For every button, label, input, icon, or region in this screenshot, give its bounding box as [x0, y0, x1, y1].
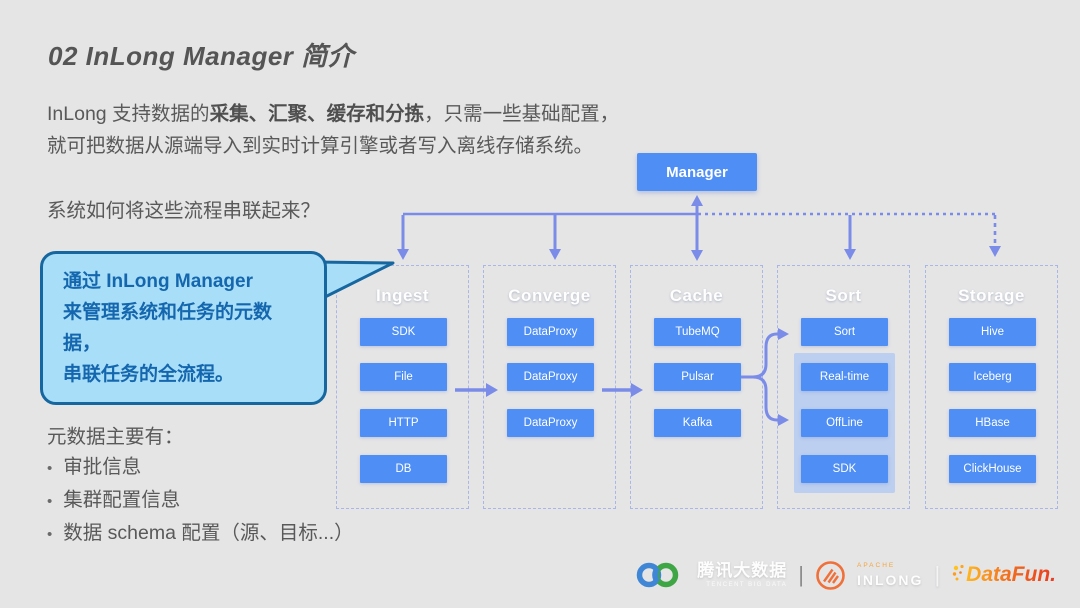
column-title: Sort [825, 286, 862, 305]
metadata-list: • 审批信息 • 集群配置信息 • 数据 schema 配置（源、目标...） [47, 450, 354, 549]
node-http: HTTP [360, 409, 447, 437]
metadata-item-text: 集群配置信息 [63, 489, 181, 511]
node-sort: Sort [801, 318, 888, 346]
bullet-icon: • [47, 493, 53, 510]
node-kafka: Kafka [654, 409, 741, 437]
question-text: 系统如何将这些流程串联起来？ [47, 200, 321, 222]
manager-box: Manager [637, 153, 757, 191]
inlong-bird-icon [816, 560, 845, 590]
column-title: Cache [669, 286, 724, 305]
footer-divider: | [798, 562, 804, 587]
datafun-dots-icon [952, 564, 964, 581]
node-hbase: HBase [949, 409, 1036, 437]
metadata-item: • 审批信息 [47, 450, 354, 483]
node-file: File [360, 363, 447, 391]
node-iceberg: Iceberg [949, 363, 1036, 391]
metadata-item-text: 审批信息 [63, 456, 142, 478]
column-title: Converge [508, 286, 591, 305]
column-title: Ingest [375, 286, 430, 305]
tencent-name: 腾讯大数据 [697, 561, 788, 580]
datafun-name: DataFun. [966, 563, 1056, 586]
metadata-item: • 数据 schema 配置（源、目标...） [47, 516, 354, 549]
inlong-apache-label: APACHE [856, 562, 896, 570]
node-tubemq: TubeMQ [654, 318, 741, 346]
node-sdk: SDK [801, 455, 888, 483]
inlong-name: INLONG [856, 571, 924, 588]
intro-line1-bold: 采集、汇聚、缓存和分拣 [209, 103, 425, 125]
node-offline: OffLine [801, 409, 888, 437]
metadata-heading: 元数据主要有： [47, 426, 184, 448]
node-pulsar: Pulsar [654, 363, 741, 391]
bullet-icon: • [47, 526, 53, 543]
node-dataproxy: DataProxy [507, 363, 594, 391]
metadata-item: • 集群配置信息 [47, 483, 354, 516]
bubble-line: 通过 InLong Manager [63, 271, 254, 292]
footer-divider: | [934, 562, 941, 587]
node-real-time: Real-time [801, 363, 888, 391]
column-title: Storage [958, 286, 1025, 305]
node-hive: Hive [949, 318, 1036, 346]
bullet-icon: • [47, 460, 53, 477]
node-db: DB [360, 455, 447, 483]
intro-line1-post: ，只需一些基础配置， [424, 103, 620, 125]
page-title: 02 InLong Manager 简介 [48, 41, 355, 71]
metadata-item-text: 数据 schema 配置（源、目标...） [63, 522, 354, 544]
intro-paragraph: InLong 支持数据的采集、汇聚、缓存和分拣，只需一些基础配置， 就可把数据从… [47, 98, 667, 162]
infinity-icon [637, 562, 679, 588]
speech-bubble: 通过 InLong Manager 来管理系统和任务的元数据， 串联任务的全流程… [40, 251, 327, 405]
intro-line2: 就可把数据从源端导入到实时计算引擎或者写入离线存储系统。 [47, 135, 594, 157]
tencent-subtitle: TENCENT BIG DATA [706, 582, 788, 588]
node-sdk: SDK [360, 318, 447, 346]
bubble-line: 串联任务的全流程。 [63, 364, 235, 385]
tencent-bigdata-logo: 腾讯大数据 TENCENT BIG DATA [697, 562, 787, 588]
node-dataproxy: DataProxy [507, 318, 594, 346]
bubble-line: 来管理系统和任务的元数据， [63, 302, 273, 354]
intro-line1-pre: InLong 支持数据的 [47, 103, 210, 125]
node-dataproxy: DataProxy [507, 409, 594, 437]
datafun-logo: DataFun. [951, 563, 1056, 587]
node-clickhouse: ClickHouse [949, 455, 1036, 483]
footer-logos: 腾讯大数据 TENCENT BIG DATA | APACHE INLONG |… [634, 554, 1056, 596]
inlong-logo: APACHE INLONG [857, 563, 923, 587]
